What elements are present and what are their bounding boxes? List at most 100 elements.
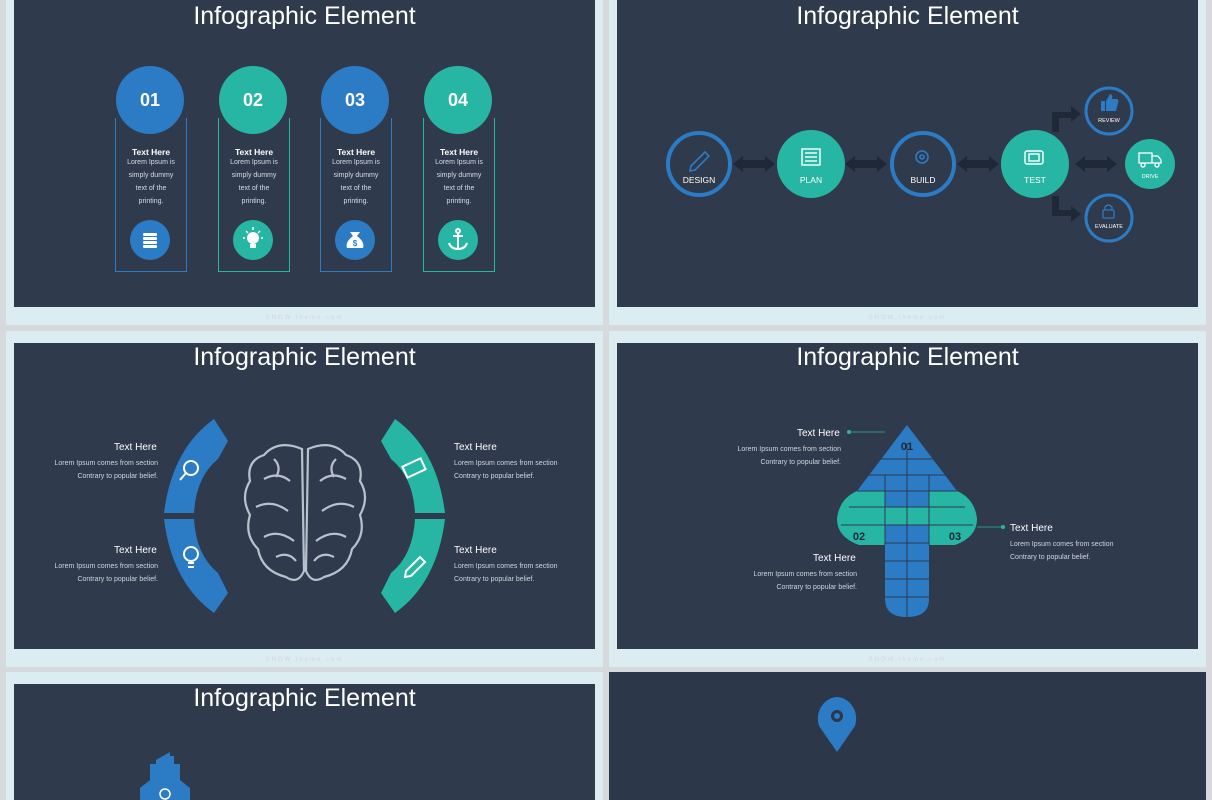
text-line: Contrary to popular belief.: [454, 576, 535, 583]
drive-node: [1125, 139, 1175, 189]
slide-3[interactable]: Infographic Element Text Here Lorem Ipsu…: [6, 331, 603, 667]
pointer-lines: [849, 431, 1003, 528]
step-text: Lorem Ipsum is simply dummy text of the …: [426, 156, 492, 208]
step-card: [320, 118, 392, 272]
slide-1[interactable]: Infographic Element 01 Text Here Lorem I…: [6, 0, 603, 325]
brain-diagram: [164, 419, 445, 613]
step-card: [218, 118, 290, 272]
slide-footer: SNOW.theme.com: [265, 315, 344, 321]
step-number: 01: [116, 66, 184, 134]
lock-icon: [1102, 204, 1115, 219]
drive-label: DRIVE: [1141, 174, 1159, 180]
text-heading: Text Here: [114, 442, 157, 453]
text-line: Contrary to popular belief.: [454, 473, 535, 480]
step-heading: Text Here: [336, 147, 376, 157]
snow-border: [6, 307, 603, 325]
text-heading: Text Here: [1010, 523, 1053, 534]
slide-footer: SNOW.theme.com: [868, 315, 947, 321]
step-number: 03: [948, 531, 962, 543]
step-text-line: text of the: [340, 185, 372, 192]
text-line: Contrary to popular belief.: [1010, 554, 1091, 561]
text-line: Contrary to popular belief.: [760, 459, 841, 466]
text-body: Lorem Ipsum comes from section Contrary …: [721, 443, 841, 469]
design-label: DESIGN: [682, 175, 716, 185]
test-label: TEST: [1024, 175, 1046, 185]
text-heading: Text Here: [797, 428, 840, 439]
step-text-line: printing.: [138, 198, 164, 205]
step-text-line: Lorem Ipsum is: [332, 159, 380, 166]
build-node: [890, 131, 956, 197]
snow-border: [6, 0, 14, 325]
snow-border: [6, 331, 14, 667]
slide-6[interactable]: [609, 672, 1206, 800]
step-heading: Text Here: [131, 147, 171, 157]
text-line: Lorem Ipsum comes from section: [1010, 541, 1114, 548]
text-line: Lorem Ipsum comes from section: [54, 563, 158, 570]
wing-right: [915, 491, 977, 545]
plan-label: PLAN: [799, 175, 823, 185]
lightbulb-icon: [183, 546, 199, 568]
step-text-line: printing.: [343, 198, 369, 205]
brain-icon: [243, 444, 367, 581]
build-label: BUILD: [910, 175, 936, 185]
lighthouse-icon: [140, 752, 190, 800]
slide-title: Infographic Element: [796, 343, 1019, 371]
step-heading: Text Here: [439, 147, 479, 157]
step-text-line: simply dummy: [128, 172, 174, 179]
step-text-line: printing.: [446, 198, 472, 205]
snow-border: [609, 331, 617, 667]
snow-border: [595, 672, 603, 800]
step-number: 02: [219, 66, 287, 134]
svg-text:$: $: [353, 239, 358, 248]
tv-icon: [1024, 150, 1044, 165]
slide-2[interactable]: Infographic Element DESIGN: [609, 0, 1206, 325]
step-text-line: Lorem Ipsum is: [127, 159, 175, 166]
thumbs-up-icon: [1101, 94, 1119, 111]
puzzle-lines: [841, 443, 973, 617]
step-card: [115, 118, 187, 272]
coins-icon: [130, 220, 170, 260]
step-text-line: text of the: [135, 185, 167, 192]
text-line: Lorem Ipsum comes from section: [737, 446, 841, 453]
slide-footer: SNOW.theme.com: [868, 657, 947, 663]
right-top-arc: [381, 419, 445, 513]
design-node: [666, 131, 732, 197]
text-line: Lorem Ipsum comes from section: [753, 571, 857, 578]
magnifier-icon: [179, 460, 199, 481]
cash-icon: [401, 457, 427, 479]
evaluate-label: EVALUATE: [1095, 224, 1123, 230]
step-heading: Text Here: [234, 147, 274, 157]
snow-border: [609, 331, 1206, 343]
text-body: Lorem Ipsum comes from section Contrary …: [737, 568, 857, 594]
slide-5[interactable]: Infographic Element: [6, 672, 603, 800]
text-heading: Text Here: [454, 545, 497, 556]
puzzle-arrow: [837, 425, 1005, 617]
step-text: Lorem Ipsum is simply dummy text of the …: [221, 156, 287, 208]
step-text-line: printing.: [241, 198, 267, 205]
process-diagram: [666, 86, 1175, 243]
text-line: Lorem Ipsum comes from section: [454, 460, 558, 467]
slide-4[interactable]: Infographic Element 01 02 03 Text Here L…: [609, 331, 1206, 667]
left-top-arc: [164, 419, 228, 513]
snow-border: [609, 0, 617, 325]
review-label: REVIEW: [1098, 118, 1120, 124]
step-text-line: Lorem Ipsum is: [435, 159, 483, 166]
slide-footer: SNOW.theme.com: [265, 657, 344, 663]
step-text-line: text of the: [443, 185, 475, 192]
text-line: Contrary to popular belief.: [77, 473, 158, 480]
snow-border: [609, 649, 1206, 667]
newspaper-icon: [801, 148, 821, 166]
step-number: 02: [852, 531, 866, 543]
snow-border: [595, 331, 603, 667]
step-text: Lorem Ipsum is simply dummy text of the …: [323, 156, 389, 208]
text-body: Lorem Ipsum comes from section Contrary …: [1010, 538, 1140, 564]
right-bottom-arc: [381, 519, 445, 613]
plan-node: [777, 130, 845, 198]
gear-icon: [915, 150, 929, 164]
text-heading: Text Here: [454, 442, 497, 453]
snow-border: [6, 672, 603, 684]
text-line: Lorem Ipsum comes from section: [54, 460, 158, 467]
step-text-line: text of the: [238, 185, 270, 192]
slide-title: Infographic Element: [193, 2, 416, 30]
snow-border: [1198, 331, 1206, 667]
